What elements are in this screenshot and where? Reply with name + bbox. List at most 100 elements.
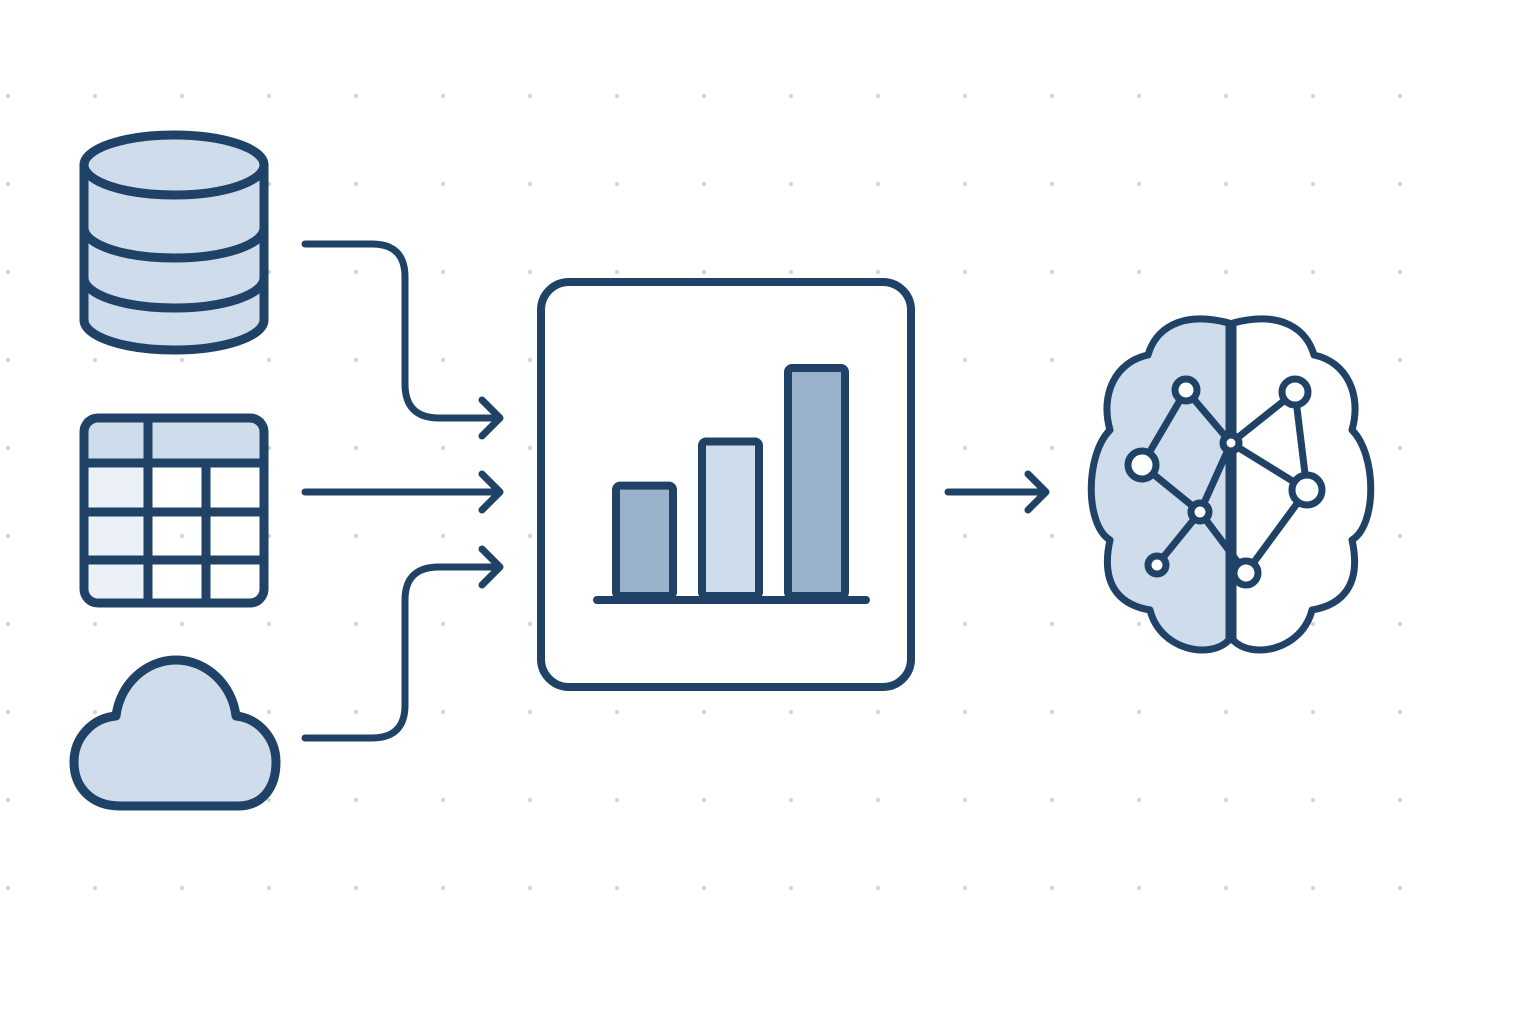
table-header-fill [84, 418, 264, 463]
grid-dot [788, 797, 794, 803]
grid-dot [875, 181, 881, 187]
grid-dot [875, 93, 881, 99]
grid-dot [92, 621, 98, 627]
grid-dot [440, 533, 446, 539]
grid-dot [266, 621, 272, 627]
grid-dot [5, 797, 11, 803]
grid-dot [353, 93, 359, 99]
grid-dot [440, 621, 446, 627]
grid-dot [1223, 709, 1229, 715]
grid-dot [962, 93, 968, 99]
grid-dot [527, 797, 533, 803]
grid-dot [353, 445, 359, 451]
grid-dot [962, 445, 968, 451]
chart-bar-2 [698, 437, 763, 601]
grid-dot [5, 93, 11, 99]
grid-dot [266, 885, 272, 891]
grid-dot [614, 269, 620, 275]
neural-node [1144, 552, 1170, 578]
grid-dot [701, 269, 707, 275]
grid-dot [92, 885, 98, 891]
arrowhead-ai [1024, 470, 1050, 514]
grid-dot [788, 181, 794, 187]
grid-dot [788, 709, 794, 715]
grid-dot [1397, 621, 1403, 627]
grid-dot [527, 709, 533, 715]
connector-cloud-to-analytics [301, 563, 502, 742]
grid-dot [527, 885, 533, 891]
grid-dot [1136, 93, 1142, 99]
grid-dot [614, 885, 620, 891]
grid-dot [701, 797, 707, 803]
grid-dot [1397, 797, 1403, 803]
neural-nodes [1124, 375, 1326, 589]
grid-dot [701, 93, 707, 99]
grid-dot [1310, 797, 1316, 803]
grid-dot [266, 797, 272, 803]
grid-dot [1049, 269, 1055, 275]
grid-dot [701, 885, 707, 891]
grid-dot [5, 181, 11, 187]
grid-dot [1397, 357, 1403, 363]
neural-node [1219, 431, 1243, 455]
grid-dot [440, 269, 446, 275]
grid-dot [701, 709, 707, 715]
neural-edge [1196, 439, 1235, 516]
grid-dot [353, 357, 359, 363]
grid-dot [962, 709, 968, 715]
grid-dot [1049, 445, 1055, 451]
grid-dot [1310, 885, 1316, 891]
grid-dot [1136, 885, 1142, 891]
arrowhead-table [478, 470, 504, 514]
arrowhead-cloud [478, 545, 504, 589]
grid-dot [92, 93, 98, 99]
grid-dot [1049, 181, 1055, 187]
neural-node [1187, 499, 1213, 525]
grid-dot [1310, 181, 1316, 187]
grid-dot [788, 885, 794, 891]
grid-dot [1223, 269, 1229, 275]
table-icon [79, 413, 269, 608]
arrowhead-database [478, 396, 504, 440]
grid-dot [179, 533, 185, 539]
grid-dot [1397, 709, 1403, 715]
grid-dot [527, 621, 533, 627]
grid-dot [5, 269, 11, 275]
grid-dot [527, 533, 533, 539]
grid-dot [266, 357, 272, 363]
grid-dot [1136, 181, 1142, 187]
neural-node [1230, 557, 1262, 589]
grid-dot [353, 709, 359, 715]
grid-dot [962, 269, 968, 275]
grid-dot [614, 181, 620, 187]
neural-node [1288, 471, 1326, 509]
grid-dot [527, 181, 533, 187]
database-ring-1 [79, 223, 269, 263]
grid-dot [266, 709, 272, 715]
grid-dot [179, 885, 185, 891]
grid-dot [788, 93, 794, 99]
neural-node [1171, 375, 1201, 405]
grid-dot [527, 357, 533, 363]
grid-dot [440, 93, 446, 99]
grid-dot [92, 709, 98, 715]
grid-dot [527, 269, 533, 275]
grid-dot [353, 621, 359, 627]
grid-dot [1049, 885, 1055, 891]
grid-dot [1310, 269, 1316, 275]
grid-dot [440, 709, 446, 715]
grid-dot [1136, 269, 1142, 275]
grid-dot [1049, 797, 1055, 803]
grid-dot [701, 181, 707, 187]
grid-dot [5, 621, 11, 627]
grid-dot [1397, 93, 1403, 99]
grid-dot [440, 797, 446, 803]
grid-dot [1136, 709, 1142, 715]
chart-bar-3 [784, 364, 849, 600]
table-col-fill [84, 463, 148, 600]
grid-dot [1223, 797, 1229, 803]
grid-dot [1397, 885, 1403, 891]
grid-dot [440, 445, 446, 451]
grid-dot [440, 357, 446, 363]
